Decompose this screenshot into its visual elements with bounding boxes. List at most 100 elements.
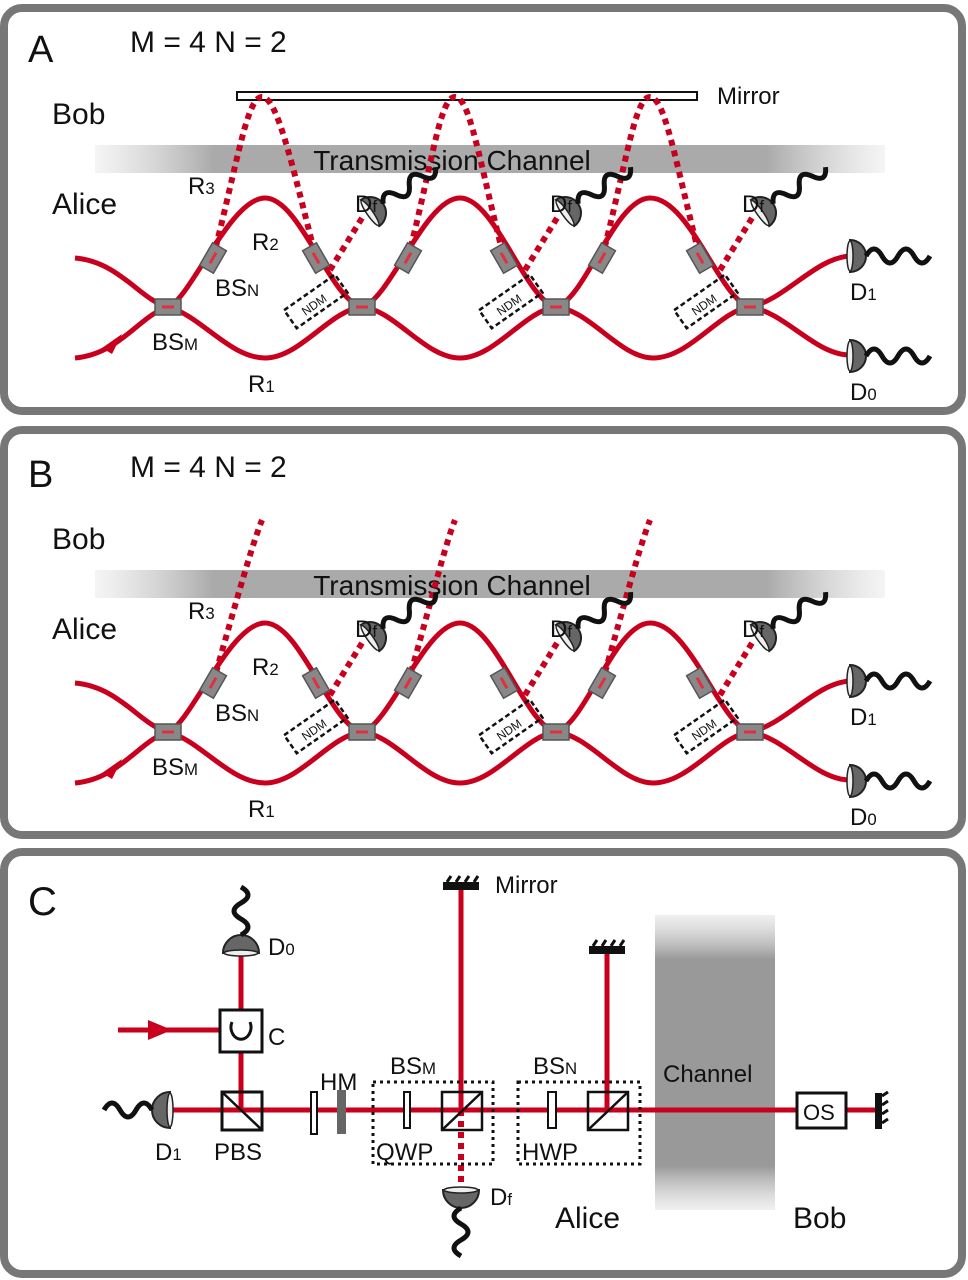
bsn-label-sub: N — [247, 706, 259, 725]
detector-df-window — [360, 199, 380, 227]
detector-d0-window — [223, 949, 259, 957]
r2-label-text: R — [252, 229, 269, 256]
df-label-text: D — [355, 191, 372, 218]
end-mirror-body — [875, 1093, 882, 1129]
hm-label: HM — [320, 1069, 357, 1096]
df-label-text: D — [355, 616, 372, 643]
df-label: Df — [355, 616, 377, 643]
detector-df-wire-icon — [575, 591, 634, 630]
mirror-m-icon — [443, 875, 480, 890]
half-mirror-plate — [337, 1090, 346, 1134]
bsm-label-sub: M — [184, 760, 198, 779]
detector-d0-window — [846, 340, 854, 372]
bsn-label-sub: N — [247, 281, 259, 300]
r1-label: R1 — [248, 796, 275, 823]
detector-d1-dome-icon — [849, 238, 867, 274]
detector-d1 — [846, 238, 933, 274]
beamsplitter-n-glow — [695, 677, 705, 689]
detector-df-window — [443, 1186, 479, 1194]
d1-label-text: D — [155, 1139, 172, 1166]
r1-label: R1 — [248, 371, 275, 398]
bsn-cube — [586, 1090, 630, 1132]
mirror-n-icon-hatch — [609, 939, 617, 947]
transmission-channel-band — [95, 145, 885, 173]
mirror-bar — [236, 91, 698, 101]
detector-df-wire-icon — [380, 166, 439, 205]
df-label-text: D — [742, 616, 759, 643]
hwp-plate — [547, 1091, 557, 1129]
os-box — [795, 1091, 848, 1130]
mirror-n-icon-hatch — [591, 939, 599, 947]
bsn-diagonal — [587, 1091, 629, 1131]
bsn-label: BSN — [215, 275, 259, 302]
mirror-n-icon-body — [589, 946, 625, 954]
r3-label: R3 — [188, 598, 215, 625]
r2-label: R2 — [252, 229, 279, 256]
df-label: Df — [742, 191, 764, 218]
d1-label: D1 — [155, 1139, 182, 1166]
plate-white — [310, 1091, 318, 1135]
r3-label: R3 — [188, 173, 215, 200]
d0-label-text: D — [850, 379, 867, 406]
d0-label-sub: 0 — [867, 810, 876, 829]
beamsplitter-n-glow — [311, 252, 321, 264]
df-label: Df — [550, 616, 572, 643]
df-label: Df — [550, 191, 572, 218]
detector-df-wire-icon — [770, 166, 829, 205]
beamsplitter-n-glow — [208, 677, 218, 689]
d0-label: D0 — [268, 934, 295, 961]
detector-d0-dome-icon — [221, 934, 261, 954]
path-r1 — [74, 255, 851, 361]
detector-df — [441, 1186, 481, 1259]
bsm-label-sub: M — [422, 1059, 436, 1078]
mirror-label: Mirror — [717, 83, 780, 110]
ndm-box-outline — [477, 272, 545, 330]
df-label-sub: f — [372, 622, 377, 641]
panel-letter: A — [28, 29, 54, 71]
pbs-label: PBS — [214, 1139, 262, 1166]
detector-d1-dome-icon — [151, 1090, 171, 1130]
beamsplitter-n-glow — [403, 677, 413, 689]
os-label: OS — [803, 1100, 835, 1125]
transmission-channel-band — [95, 570, 885, 598]
end-mirror-hatch — [881, 1108, 889, 1116]
pbs-cube — [220, 1090, 264, 1132]
alice-label: Alice — [52, 188, 117, 221]
transmission-channel-label: Transmission Channel — [313, 145, 591, 176]
detector-d1-wire-icon — [863, 671, 933, 691]
parameters-label: M = 4 N = 2 — [130, 26, 287, 59]
df-label: Df — [355, 191, 377, 218]
mirror-m-icon-hatch — [472, 875, 480, 883]
r2-label: R2 — [252, 654, 279, 681]
channel-band — [655, 915, 775, 1210]
channel-label: Channel — [663, 1061, 752, 1088]
d1-label-text: D — [850, 704, 867, 731]
channel-path-dotted — [210, 93, 319, 259]
ndm-box-outline — [282, 272, 350, 330]
path-r1 — [74, 680, 851, 786]
detector-df — [749, 166, 829, 228]
bsm-label-text: BS — [152, 329, 184, 356]
detector-d0 — [846, 338, 933, 374]
d0-label-sub: 0 — [867, 385, 876, 404]
mirror-m-icon-hatch — [463, 875, 471, 883]
d0-label-text: D — [268, 934, 285, 961]
df-label-text: D — [490, 1184, 507, 1211]
r3-label-text: R — [188, 598, 205, 625]
bsn-label: BSN — [533, 1053, 577, 1080]
input-arrow-icon — [102, 759, 122, 779]
mirror-n-icon-hatch — [618, 939, 626, 947]
panel-b — [0, 426, 966, 839]
bsn-label-text: BS — [215, 700, 247, 727]
d1-label: D1 — [850, 704, 877, 731]
detector-df-window — [360, 624, 380, 652]
bsm-label: BSM — [390, 1053, 436, 1080]
pbs-diagonal — [221, 1091, 263, 1131]
d1-label-text: D — [850, 279, 867, 306]
bsm-cube — [440, 1090, 484, 1132]
channel-path-dotted — [599, 518, 653, 684]
bob-label: Bob — [52, 98, 105, 131]
qwp-plate — [403, 1091, 411, 1129]
hwp-label: HWP — [522, 1139, 578, 1166]
input-arrow-icon — [148, 1020, 172, 1040]
